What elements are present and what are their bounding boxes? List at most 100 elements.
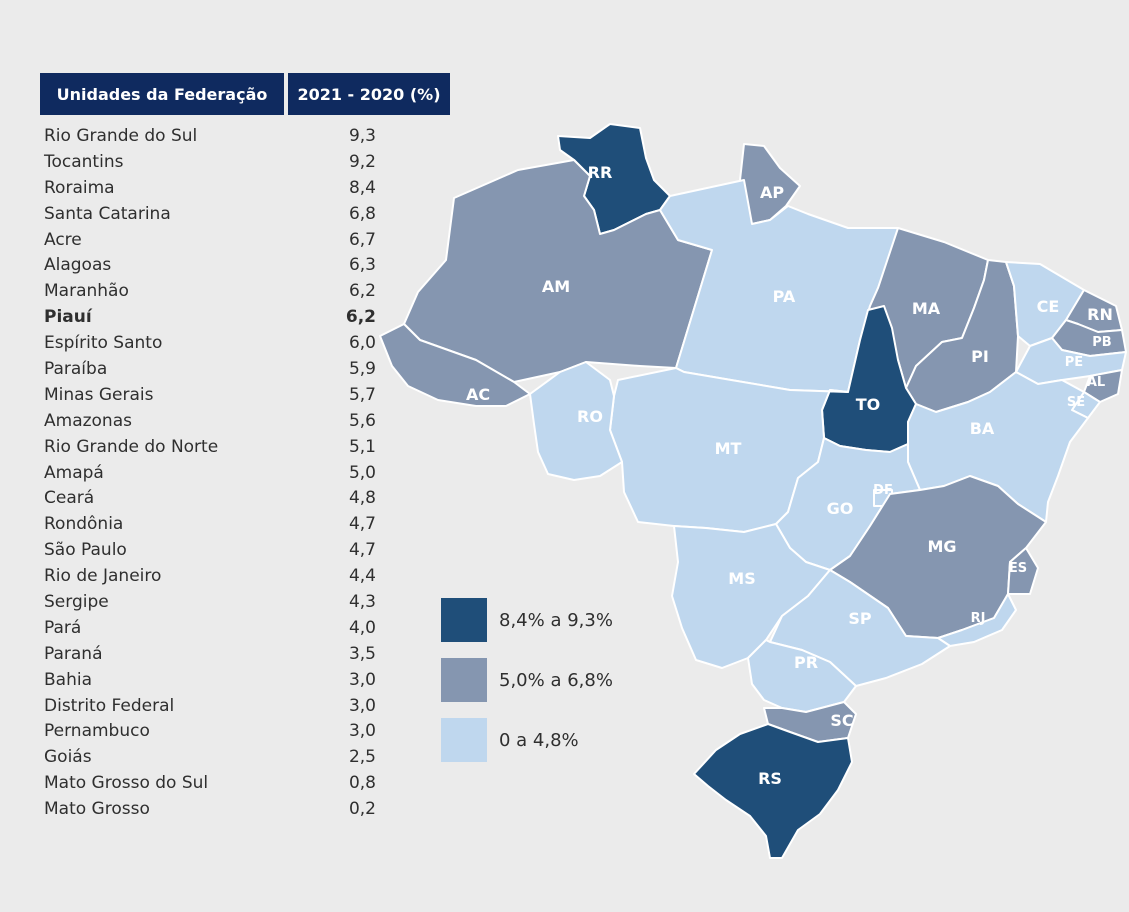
state-name: Minas Gerais: [44, 384, 154, 405]
map-label-to: TO: [856, 395, 881, 414]
map-label-ro: RO: [577, 407, 603, 426]
state-name: Sergipe: [44, 591, 109, 612]
state-rondonia: [529, 361, 623, 481]
state-value: 5,9: [348, 358, 376, 379]
state-name: Rio de Janeiro: [44, 566, 162, 587]
state-name: Rio Grande do Sul: [44, 125, 198, 146]
state-value: 3,5: [348, 643, 376, 664]
table-row: Paraná 3,5: [44, 641, 384, 667]
state-value: 4,7: [348, 540, 376, 561]
state-value: 6,3: [348, 255, 376, 276]
map-label-pe: PE: [1065, 355, 1083, 370]
map-label-al: AL: [1087, 375, 1105, 390]
map-label-rr: RR: [588, 163, 613, 182]
table-row: Rio Grande do Norte 5,1: [44, 434, 384, 460]
state-labels-layer: RR AP AM PA MA CE RN PB PE AL SE PI TO A…: [466, 163, 1113, 788]
map-label-pa: PA: [773, 287, 796, 306]
map-label-ap: AP: [760, 183, 784, 202]
legend-label-high: 8,4% a 9,3%: [499, 609, 613, 631]
state-rio-grande-do-sul: [693, 723, 853, 859]
state-value: 5,0: [348, 462, 376, 483]
state-value: 6,2: [348, 281, 376, 302]
state-name: Pernambuco: [44, 721, 150, 742]
state-name: Amapá: [44, 462, 104, 483]
state-value: 6,7: [348, 229, 376, 250]
table-row: Rondônia 4,7: [44, 511, 384, 537]
state-value: 6,2: [345, 307, 376, 328]
state-name: São Paulo: [44, 540, 127, 561]
header-label-states: Unidades da Federação: [56, 84, 268, 104]
state-value: 3,0: [348, 721, 376, 742]
state-name: Santa Catarina: [44, 203, 171, 224]
state-name: Distrito Federal: [44, 695, 175, 716]
map-label-ma: MA: [912, 299, 941, 318]
table-row: Paraíba 5,9: [44, 356, 384, 382]
map-label-ba: BA: [970, 419, 995, 438]
table-row: Minas Gerais 5,7: [44, 382, 384, 408]
state-value: 9,3: [348, 125, 376, 146]
state-name: Paraíba: [44, 358, 108, 379]
map-label-ac: AC: [466, 385, 490, 404]
state-value: 2,5: [348, 747, 376, 768]
state-name: Mato Grosso do Sul: [44, 773, 209, 794]
state-name: Rondônia: [44, 514, 124, 535]
table-row-highlighted: Piauí 6,2: [44, 304, 384, 330]
state-value: 0,8: [348, 773, 376, 794]
state-value: 6,0: [348, 333, 376, 354]
state-value: 5,6: [348, 410, 376, 431]
map-label-pr: PR: [794, 653, 818, 672]
state-acre: [379, 323, 531, 407]
legend-swatch-mid: [441, 658, 487, 702]
map-label-go: GO: [827, 499, 854, 518]
state-value: 4,0: [348, 617, 376, 638]
table-header-percent: 2021 - 2020 (%): [288, 73, 450, 115]
map-label-sp: SP: [848, 609, 872, 628]
table-row: São Paulo 4,7: [44, 537, 384, 563]
table-header-unidades: Unidades da Federação: [40, 73, 284, 115]
legend-swatch-high: [441, 598, 487, 642]
state-value: 0,2: [348, 799, 376, 820]
map-label-ce: CE: [1037, 297, 1060, 316]
map-label-rs: RS: [758, 769, 782, 788]
map-label-mt: MT: [715, 439, 742, 458]
state-name: Maranhão: [44, 281, 129, 302]
legend-item-mid: 5,0% a 6,8%: [441, 658, 613, 702]
state-value: 5,1: [348, 436, 376, 457]
state-value: 3,0: [348, 669, 376, 690]
legend-item-low: 0 a 4,8%: [441, 718, 579, 762]
legend-item-high: 8,4% a 9,3%: [441, 598, 613, 642]
state-value: 4,7: [348, 514, 376, 535]
map-label-es: ES: [1009, 561, 1027, 576]
state-name: Piauí: [44, 307, 92, 328]
state-espirito-santo: [1007, 547, 1039, 595]
state-value: 6,8: [348, 203, 376, 224]
table-row: Mato Grosso 0,2: [44, 796, 384, 822]
state-value: 5,7: [348, 384, 376, 405]
brazil-map: RR AP AM PA MA CE RN PB PE AL SE PI TO A…: [379, 123, 1127, 859]
map-label-ms: MS: [728, 569, 755, 588]
state-value: 3,0: [348, 695, 376, 716]
state-name: Rio Grande do Norte: [44, 436, 219, 457]
state-name: Mato Grosso: [44, 799, 150, 820]
table-row: Maranhão 6,2: [44, 278, 384, 304]
table-row: Amapá 5,0: [44, 460, 384, 486]
state-name: Paraná: [44, 643, 103, 664]
legend-label-low: 0 a 4,8%: [499, 729, 579, 751]
states-layer: [379, 123, 1127, 859]
table-row: Pernambuco 3,0: [44, 718, 384, 744]
table-row: Rio Grande do Sul 9,3: [44, 123, 384, 149]
map-label-pi: PI: [971, 347, 989, 366]
table-row: Mato Grosso do Sul 0,8: [44, 770, 384, 796]
state-name: Ceará: [44, 488, 95, 509]
